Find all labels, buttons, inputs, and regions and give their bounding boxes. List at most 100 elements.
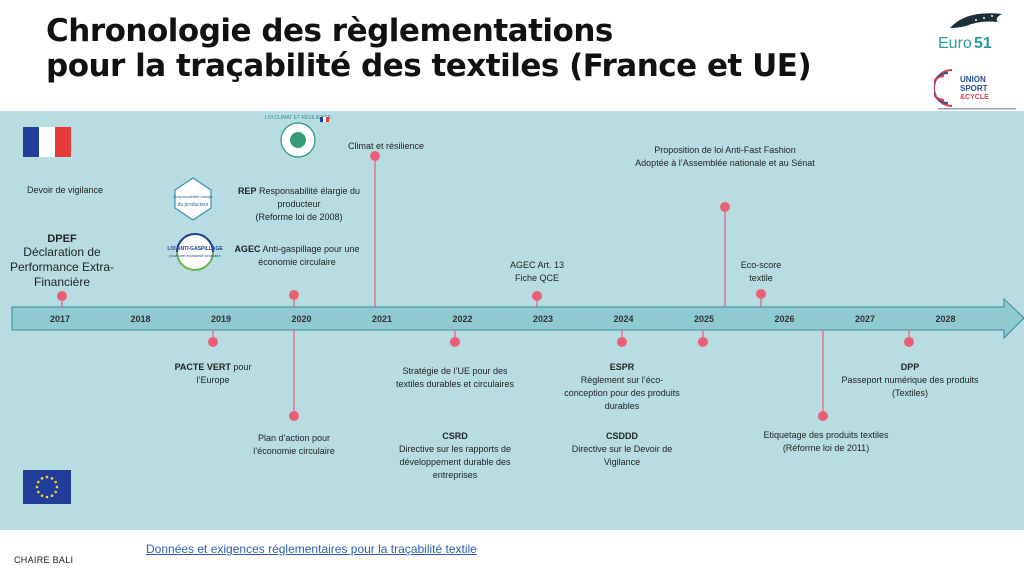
climat-label: Climat et résilience [347,141,425,151]
eu-star [50,494,54,497]
marker-antifast [720,202,730,212]
year-label: 2019 [211,314,231,324]
eu-star [45,495,49,499]
marker-dpef [57,291,67,301]
ecoscore-block: Eco-score textile [724,259,798,285]
strategie-label: Stratégie de l’UE pour des textiles dura… [395,366,515,389]
year-label: 2025 [694,314,714,324]
eu-flag-icon [23,470,71,504]
svg-text:pour une économie circulaire: pour une économie circulaire [169,253,221,258]
footer-link[interactable]: Données et exigences réglementaires pour… [146,542,477,556]
agec-title: AGEC [234,244,261,254]
marker-etiquetage [818,411,828,421]
svg-text:&CYCLE: &CYCLE [960,94,989,101]
devoir-vigilance-label: Devoir de vigilance [26,185,104,195]
eu-star [40,477,44,480]
plan-label: Plan d’action pour l’économie circulaire [253,433,335,456]
svg-text:Euro: Euro [938,35,972,52]
loi-climat-logo: LOI CLIMAT ET RÉSILIENCE [265,114,332,158]
agec-text: Anti-gaspillage pour une économie circul… [258,244,360,267]
espr-block: ESPR Règlement sur l’éco-conception pour… [560,361,684,413]
marker-agec [289,290,299,300]
year-label: 2022 [452,314,472,324]
dpp-block: DPP Passeport numérique des produits (Te… [830,361,990,400]
dpef-body: Déclaration de Performance Extra-Financi… [9,245,115,289]
agec13-line2: Fiche QCE [514,273,559,283]
pacte-block: PACTE VERT pour l’Europe [160,361,266,387]
agec-logo: LOI ANTI-GASPILLAGE pour une économie ci… [167,233,223,271]
marker-dpp [904,337,914,347]
dpp-text: Passeport numérique des produits (Textil… [841,375,979,398]
title-line-1: Chronologie des règlementations [46,13,613,49]
rep-logo: Responsabilité élargie du producteur [173,177,213,221]
espr-title: ESPR [609,362,635,372]
eu-star [54,480,57,484]
marker-agec13 [532,291,542,301]
svg-text:UNION: UNION [960,75,986,84]
rep-text: Responsabilité élargie du producteur [258,186,361,209]
eu-star [37,490,40,494]
marker-plan [289,411,299,421]
marker-strategie [450,337,460,347]
year-label: 2017 [50,314,70,324]
marker-espr [617,337,627,347]
etiquetage-line2: (Réforme loi de 2011) [782,443,870,453]
eu-star [35,485,39,489]
rep-note: (Reforme loi de 2008) [255,212,343,222]
dpef-block: DPEF Déclaration de Performance Extra-Fi… [2,233,122,290]
eu-star [50,477,54,480]
csddd-block: CSDDD Directive sur le Devoir de Vigilan… [566,430,678,469]
csrd-text: Directive sur les rapports de développem… [398,444,512,480]
agec13-block: AGEC Art. 13 Fiche QCE [490,259,584,285]
marker-ecoscore [756,289,766,299]
svg-text:LOI ANTI-GASPILLAGE: LOI ANTI-GASPILLAGE [167,246,223,252]
year-label: 2020 [291,314,311,324]
title-line-2: pour la traçabilité des textiles (France… [46,48,812,84]
rep-block: REP Responsabilité élargie du producteur… [226,185,372,224]
eu-star [40,494,44,497]
svg-text:du producteur: du producteur [178,202,209,208]
eu-star [54,490,57,494]
france-flag-icon [23,127,71,157]
espr-text: Règlement sur l’éco-conception pour des … [564,375,680,411]
ecoscore-line1: Eco-score [740,260,782,270]
year-label: 2021 [372,314,392,324]
svg-text:Responsabilité élargie: Responsabilité élargie [173,194,213,199]
dpp-title: DPP [900,362,920,372]
pacte-text: pour l’Europe [196,362,252,385]
agec-block: AGEC Anti-gaspillage pour une économie c… [226,243,368,269]
etiquetage-line1: Etiquetage des produits textiles [763,430,889,440]
svg-text:SPORT: SPORT [960,84,988,93]
page-title: Chronologie des règlementations pour la … [46,13,812,84]
antifast-line1: Proposition de loi Anti-Fast Fashion [654,145,796,155]
footer-chaire-bali: CHAIRE BALI [14,555,74,565]
dpef-title: DPEF [47,233,77,245]
union-sport-cycle-logo: UNION SPORT &CYCLE [934,69,1016,110]
year-label: 2024 [613,314,633,324]
agec13-line1: AGEC Art. 13 [509,260,565,270]
ecoscore-line2: textile [749,273,773,283]
eu-star [37,480,40,484]
year-label: 2027 [855,314,875,324]
eurosi-logo: Euro 51 [938,13,1002,52]
marker-pacte [208,337,218,347]
svg-text:LOI CLIMAT ET RÉSILIENCE: LOI CLIMAT ET RÉSILIENCE [265,114,332,121]
year-label: 2023 [533,314,553,324]
pacte-title: PACTE VERT [174,362,231,372]
etiquetage-block: Etiquetage des produits textiles (Réform… [748,429,904,455]
antifast-block: Proposition de loi Anti-Fast Fashion Ado… [618,144,832,170]
csrd-block: CSRD Directive sur les rapports de dével… [386,430,524,482]
marker-climat [370,151,380,161]
rep-title: REP [237,186,257,196]
antifast-line2: Adoptée à l’Assemblée nationale et au Sé… [635,158,815,168]
csddd-text: Directive sur le Devoir de Vigilance [571,444,673,467]
csddd-title: CSDDD [605,431,638,441]
year-label: 2018 [130,314,150,324]
marker-2025 [698,337,708,347]
csrd-title: CSRD [442,431,468,441]
timeline-arrow [11,297,1024,340]
svg-text:51: 51 [974,35,992,52]
year-label: 2026 [774,314,794,324]
eu-star [45,475,49,479]
